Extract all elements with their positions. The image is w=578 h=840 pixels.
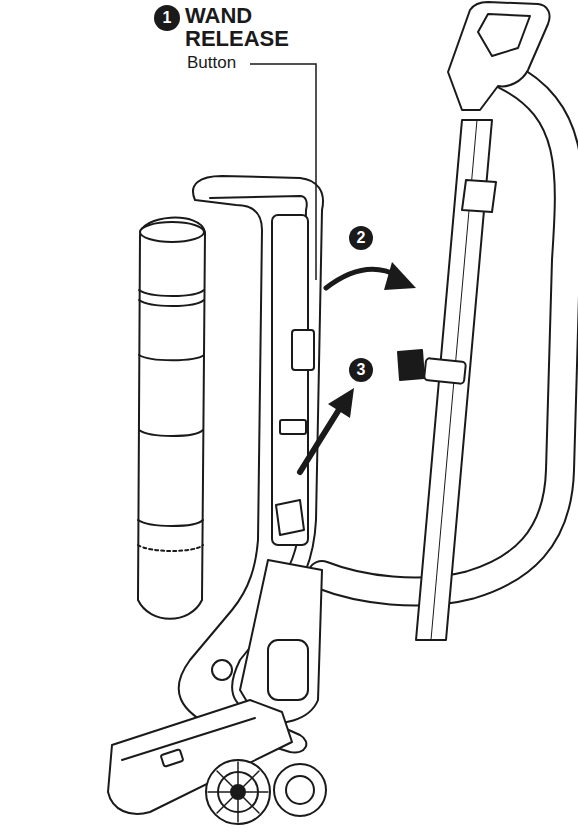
part-name: Button: [187, 54, 236, 73]
callout-circle: 1: [154, 5, 180, 31]
callout-number: 2: [357, 230, 366, 246]
part-name: WAND RELEASE: [185, 4, 289, 50]
callout-number: 1: [163, 10, 172, 26]
callout-number: 3: [357, 362, 366, 378]
callout-circle: 2: [349, 226, 373, 250]
callout-circle: 3: [349, 358, 373, 382]
